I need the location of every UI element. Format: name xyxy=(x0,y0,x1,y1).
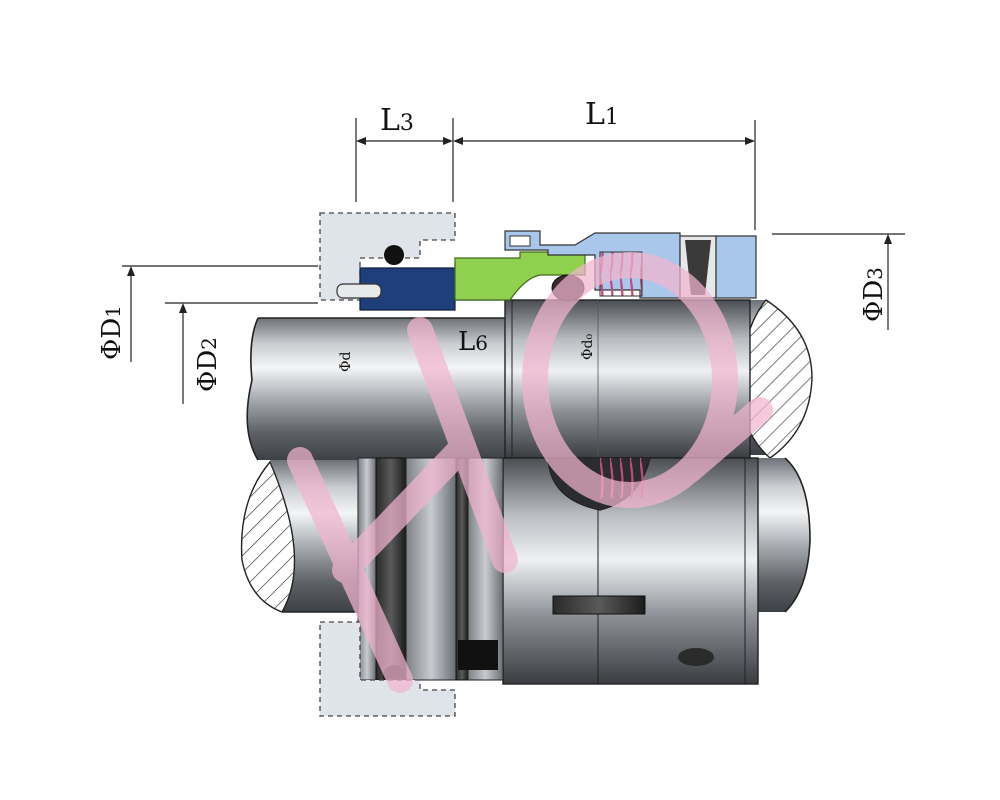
shaft-section-left xyxy=(240,460,296,613)
label-L6-base: L xyxy=(458,327,475,357)
label-L3-base: L xyxy=(380,103,400,138)
label-L3-sub: 3 xyxy=(400,111,414,136)
drive-slot xyxy=(552,595,646,615)
watermark-text: HQ xyxy=(0,0,2,1)
label-D3-sub: 3 xyxy=(863,267,887,280)
label-D3-base: ΦD xyxy=(859,280,889,322)
label-d0: Φd₀ xyxy=(580,334,596,360)
label-D2-base: ΦD xyxy=(193,350,223,392)
svg-text:ΦD2: ΦD2 xyxy=(193,337,223,392)
label-L6-sub: 6 xyxy=(475,331,488,355)
label-d: Φd xyxy=(338,352,354,372)
svg-text:L1: L1 xyxy=(585,97,619,132)
label-L1-base: L xyxy=(585,97,605,132)
dimension-labels: L3 L1 L6 ΦD1 ΦD2 ΦD3 Φd Φd₀ xyxy=(97,97,889,392)
label-L1-sub: 1 xyxy=(605,105,619,130)
svg-text:ΦD1: ΦD1 xyxy=(97,305,127,360)
label-D1-base: ΦD xyxy=(97,318,127,360)
svg-text:L3: L3 xyxy=(380,103,414,138)
end-collar xyxy=(715,235,757,299)
watermark-logo: HQ xyxy=(0,0,773,693)
anti-rotation-pin xyxy=(336,283,382,299)
svg-text:ΦD3: ΦD3 xyxy=(859,267,889,322)
label-D1-sub: 1 xyxy=(101,305,125,318)
svg-text:L6: L6 xyxy=(458,327,488,357)
label-D2-sub: 2 xyxy=(197,337,221,350)
set-screw xyxy=(678,648,714,666)
seal-section-upper xyxy=(336,230,757,311)
shaft-section-right xyxy=(740,299,813,459)
o-ring-upper xyxy=(384,245,404,265)
